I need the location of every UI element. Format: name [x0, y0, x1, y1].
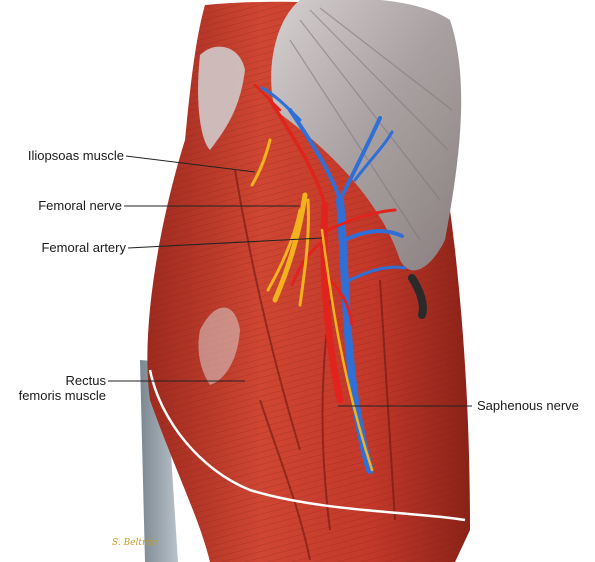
muscle-grooves [234, 169, 396, 561]
leader-lines [108, 155, 472, 407]
fascia-left [140, 360, 178, 562]
inguinal-aponeurosis [271, 0, 462, 271]
leader-iliopsoas [125, 155, 256, 173]
label-femoral-artery: Femoral artery [41, 240, 126, 255]
leader-femoral-artery [127, 237, 323, 249]
label-rectus-line1: Rectus [65, 373, 106, 388]
skin-cut-edge [148, 369, 466, 522]
label-femoral-nerve: Femoral nerve [38, 198, 122, 213]
upper-left-tendon [198, 46, 245, 150]
label-rectus-line2: femoris muscle [18, 388, 106, 403]
aponeurosis-fibers [289, 7, 453, 241]
lower-left-tendon [198, 307, 240, 385]
femoral-nerve [250, 138, 374, 472]
label-saphenous-nerve: Saphenous nerve [477, 398, 579, 413]
femoral-artery [253, 83, 397, 404]
label-iliopsoas-muscle: Iliopsoas muscle [27, 148, 124, 163]
artist-signature: S. Beltrán [112, 538, 158, 548]
label-rectus-femoris: Rectus femoris muscle [12, 373, 106, 403]
vein-stub [408, 274, 427, 319]
